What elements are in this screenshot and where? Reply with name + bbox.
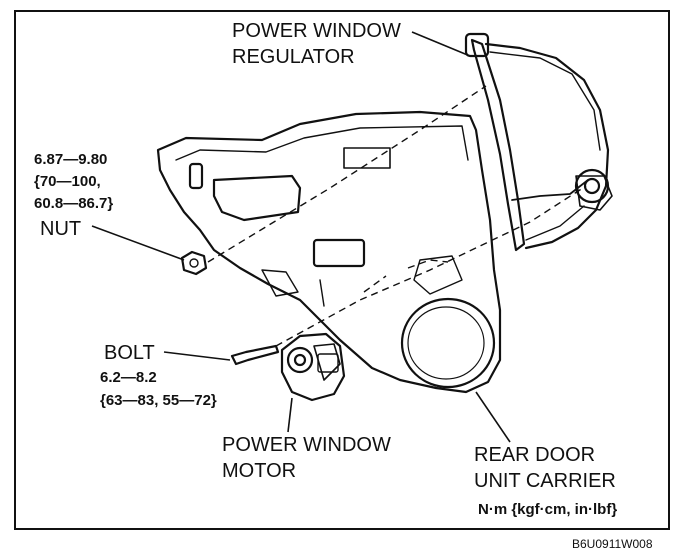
label-motor-line1: POWER WINDOW (222, 434, 391, 456)
leader-motor (287, 397, 293, 433)
diagram-frame (14, 10, 670, 530)
motor-housing (280, 332, 346, 402)
bolt (230, 344, 280, 366)
leader-regulator (411, 31, 471, 57)
bolt-torque-line2: {63—83, 55—72} (100, 392, 217, 409)
nut-torque-line1: 6.87—9.80 (34, 151, 108, 168)
label-bolt: BOLT (104, 342, 155, 364)
carrier-slot (188, 162, 204, 190)
label-regulator-line2: REGULATOR (232, 46, 355, 68)
figure-code: B6U0911W008 (572, 537, 653, 551)
leader-nut (91, 225, 185, 261)
carrier-cutout (212, 174, 302, 222)
label-nut: NUT (40, 218, 82, 240)
carrier-notch (343, 147, 391, 169)
unit-carrier-panel (156, 110, 502, 394)
label-motor-line2: MOTOR (222, 460, 297, 482)
regulator-guide (484, 42, 610, 250)
regulator-arm (511, 179, 589, 201)
speaker-opening (400, 297, 496, 389)
leader-carrier (475, 391, 511, 443)
label-carrier-line1: REAR DOOR (474, 444, 596, 466)
motor-gear (286, 346, 314, 374)
nut-torque-line3: 60.8—86.7} (34, 195, 114, 212)
alignment-line (275, 185, 587, 347)
bolt-torque-line1: 6.2—8.2 (100, 369, 157, 386)
regulator-cable (489, 51, 601, 151)
leader-bolt (163, 351, 231, 361)
alignment-line (207, 85, 487, 263)
label-regulator-line1: POWER WINDOW (232, 20, 401, 42)
regulator-top-bracket (464, 32, 490, 58)
carrier-inner-edge (175, 125, 469, 161)
units-legend: N·m {kgf·cm, in·lbf} (478, 501, 618, 518)
label-carrier-line2: UNIT CARRIER (474, 470, 616, 492)
nut (180, 250, 208, 276)
regulator-front-rail (470, 38, 526, 252)
nut-torque-line2: {70—100, (34, 173, 101, 190)
carrier-window (312, 238, 366, 268)
